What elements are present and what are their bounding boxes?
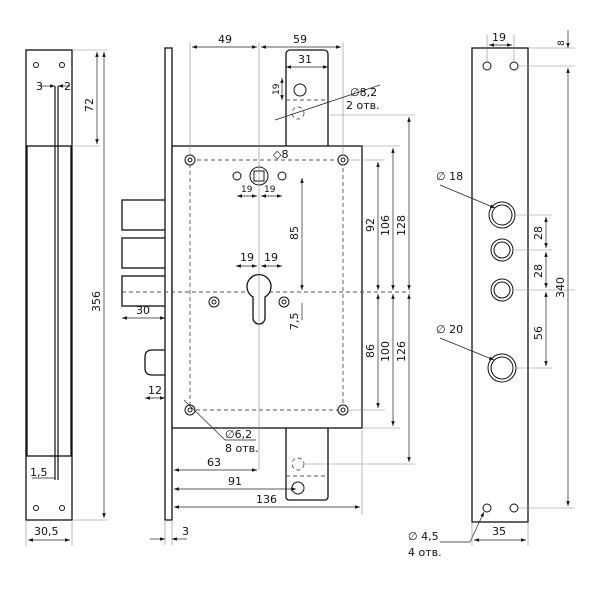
- dim-19-cyl-left: 19: [240, 251, 254, 264]
- mount-hole-diameter: ∅6,2: [225, 428, 252, 441]
- dim-30-5: 30,5: [34, 525, 59, 538]
- dim-30: 30: [136, 304, 150, 317]
- dim-31: 31: [298, 53, 312, 66]
- bolt-2: [121, 237, 168, 269]
- dim-340: 340: [554, 277, 567, 298]
- dim-128: 128: [395, 215, 408, 236]
- bolt-holes: [487, 201, 517, 383]
- front-view: 49 59 31 19 ∅8,2 2 отв. ◇8 19 19 85 19 1…: [121, 33, 415, 545]
- lock-body-side: [26, 145, 72, 457]
- dim-19-tongue: 19: [272, 83, 282, 95]
- dim-3: 3: [36, 80, 43, 93]
- dim-100: 100: [379, 341, 392, 362]
- dim-49: 49: [218, 33, 232, 46]
- faceplate-view: 19 8 ∅ 18 28 28 56 340 ∅ 20 ∅ 4,5 4 отв.…: [408, 30, 575, 559]
- dim-19-spindle-right: 19: [264, 185, 276, 195]
- dim-106: 106: [379, 215, 392, 236]
- fix-hole-count: 4 отв.: [408, 546, 442, 559]
- dim-72: 72: [83, 98, 96, 112]
- fix-hole-diameter: ∅ 4,5: [408, 530, 439, 543]
- dim-19-spindle-left: 19: [241, 185, 253, 195]
- dim-1-5: 1,5: [30, 466, 48, 479]
- dim-85: 85: [288, 226, 301, 240]
- spindle-square-size: ◇8: [273, 148, 288, 161]
- bolt-1: [121, 199, 168, 231]
- faceplate: [164, 47, 173, 521]
- bolt-3: [121, 275, 168, 307]
- hole20-diameter: ∅ 20: [436, 323, 463, 336]
- mount-holes: [184, 154, 349, 416]
- dim-56: 56: [532, 326, 545, 340]
- dim-19-cyl-right: 19: [264, 251, 278, 264]
- side-view-left: 3 2 72 356 1,5 30,5: [25, 49, 108, 546]
- dim-63: 63: [207, 456, 221, 469]
- dim-91: 91: [228, 475, 242, 488]
- hole18-diameter: ∅ 18: [436, 170, 463, 183]
- dim-3-plate: 3: [182, 525, 189, 538]
- hole-top-diameter: ∅8,2: [350, 86, 377, 99]
- dim-59: 59: [293, 33, 307, 46]
- dim-28-b: 28: [532, 264, 545, 278]
- dim-8: 8: [557, 40, 567, 46]
- latch: [144, 349, 168, 376]
- dim-28-a: 28: [532, 226, 545, 240]
- mount-hole-count: 8 отв.: [225, 442, 259, 455]
- dim-92: 92: [364, 218, 377, 232]
- dim-2: 2: [64, 80, 71, 93]
- dim-136: 136: [256, 493, 277, 506]
- dim-19-right: 19: [492, 31, 506, 44]
- dim-35: 35: [492, 525, 506, 538]
- dim-126: 126: [395, 341, 408, 362]
- dim-7-5: 7,5: [288, 313, 301, 331]
- dim-12: 12: [148, 384, 162, 397]
- hole-top-count: 2 отв.: [346, 99, 380, 112]
- dim-356: 356: [90, 291, 103, 312]
- dim-86: 86: [364, 344, 377, 358]
